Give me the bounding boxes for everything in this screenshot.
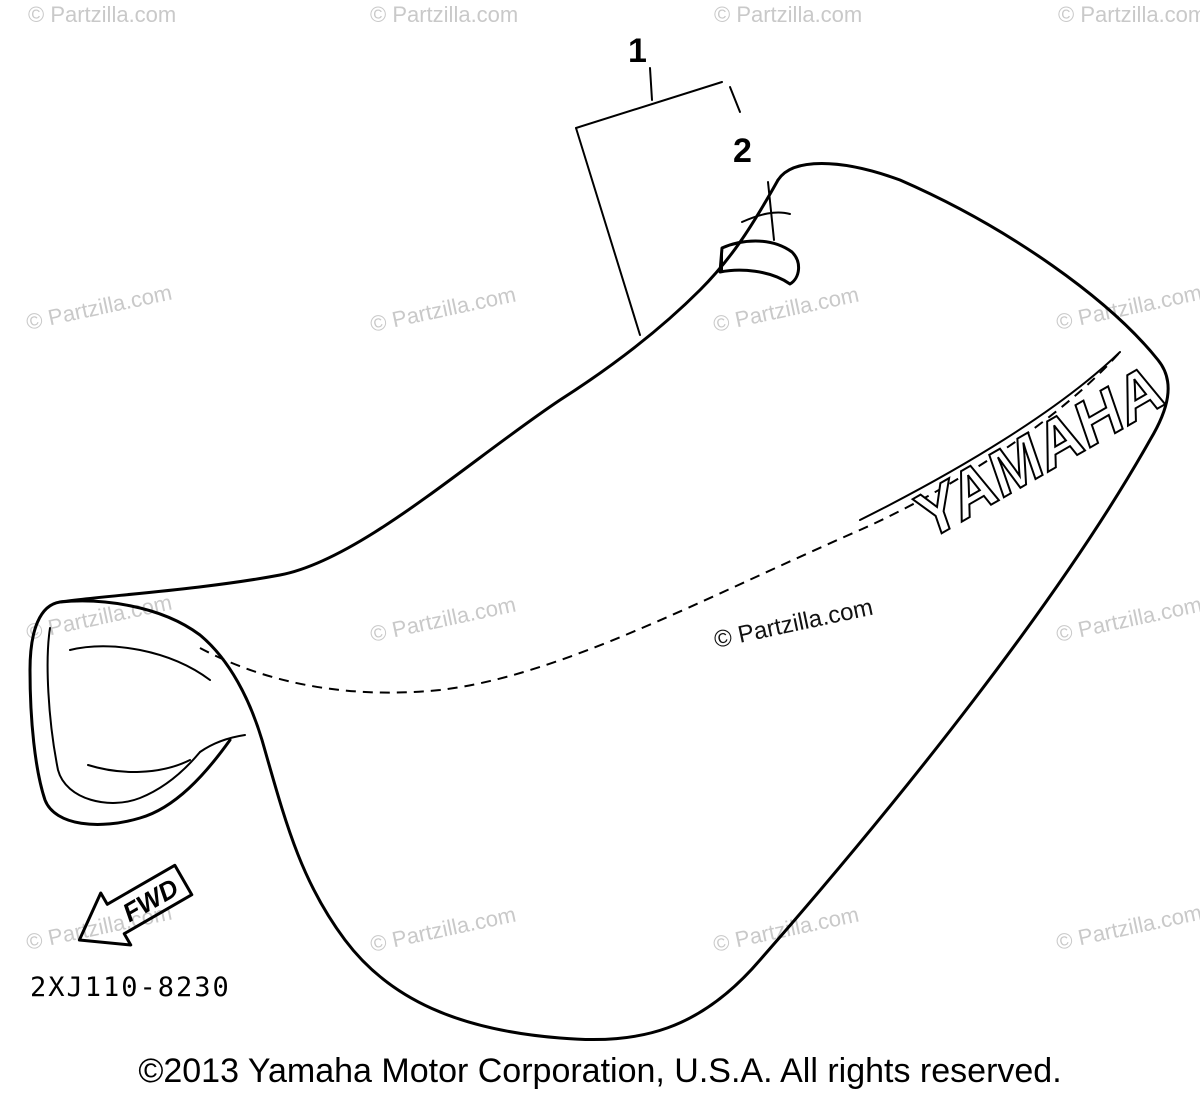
watermark: © Partzilla.com xyxy=(711,282,861,337)
watermark: © Partzilla.com xyxy=(1054,900,1200,955)
seat-outline xyxy=(28,162,1170,1042)
watermark: © Partzilla.com xyxy=(368,282,518,337)
fwd-arrow: FWD xyxy=(77,863,194,947)
seat-strap xyxy=(718,239,800,286)
seat-side-seam xyxy=(199,351,1121,694)
fwd-arrow-icon xyxy=(77,863,194,947)
part-number: 2XJ110-8230 xyxy=(30,972,231,1003)
copyright-notice: ©2013 Yamaha Motor Corporation, U.S.A. A… xyxy=(138,1052,1062,1090)
watermark: © Partzilla.com xyxy=(1058,2,1200,27)
callout-1: 1 xyxy=(628,32,647,70)
callout-leaders xyxy=(575,67,775,336)
watermark: © Partzilla.com xyxy=(24,280,174,335)
watermark: © Partzilla.com xyxy=(370,2,518,27)
watermark-center: © Partzilla.com xyxy=(712,594,876,654)
seat-brand-logo: YAMAHA xyxy=(901,352,1176,552)
watermark: © Partzilla.com xyxy=(368,592,518,647)
callout-2: 2 xyxy=(733,132,752,170)
seat-drawing xyxy=(28,162,1170,1042)
watermark: © Partzilla.com xyxy=(28,2,176,27)
seat-front-cavity xyxy=(46,627,201,804)
seat-top-edge xyxy=(58,178,780,604)
watermark: © Partzilla.com xyxy=(368,902,518,957)
watermark: © Partzilla.com xyxy=(1054,592,1200,647)
watermark: © Partzilla.com xyxy=(714,2,862,27)
